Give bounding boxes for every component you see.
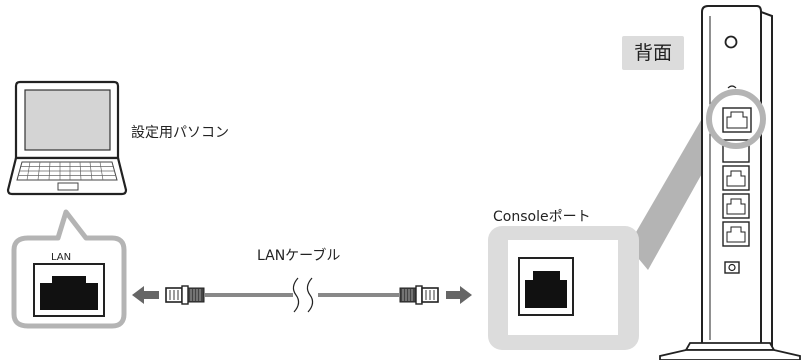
rj45-plug-right-icon — [399, 285, 439, 305]
pc-label: 設定用パソコン — [131, 125, 229, 141]
laptop-lan-callout — [11, 209, 127, 329]
back-view-label: 背面 — [633, 42, 672, 64]
back-view-badge: 背面 — [622, 36, 684, 70]
lan-port-icon — [33, 263, 105, 317]
lan-cable-label: LANケーブル — [257, 248, 341, 264]
arrow-left-icon — [132, 286, 159, 304]
zoom-wedge — [628, 84, 722, 270]
laptop-icon — [6, 80, 128, 196]
router-lan-ports — [722, 107, 752, 247]
lan-cable — [204, 277, 399, 313]
lan-port-label: LAN — [51, 252, 72, 263]
arrow-right-icon — [446, 286, 472, 304]
console-port-callout — [488, 226, 639, 350]
console-port-highlight-ring — [706, 89, 766, 149]
rj45-plug-left-icon — [165, 285, 205, 305]
console-port-label: Consoleポート — [493, 209, 591, 225]
